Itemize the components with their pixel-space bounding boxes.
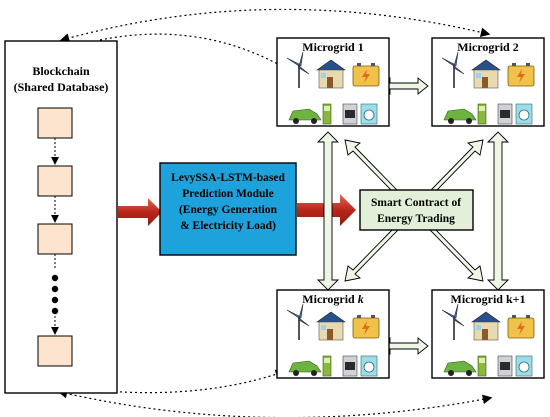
blockchain-panel: Blockchain (Shared Database)	[4, 40, 118, 394]
arrow-mg1-mg2	[379, 77, 429, 95]
prediction-line-4: & Electricity Load)	[180, 220, 276, 232]
electric-car-icon	[288, 360, 322, 376]
block-3	[37, 223, 73, 255]
dotted-link-blockchain-microgridk	[94, 369, 286, 394]
electric-car-icon	[288, 108, 322, 124]
battery-icon	[507, 315, 535, 339]
microgrid-panel-4: Microgrid k+1	[431, 289, 545, 379]
wind-turbine-icon	[441, 303, 465, 340]
charger-icon	[322, 103, 332, 125]
appliance-icon	[342, 103, 358, 125]
appliance-icon	[342, 355, 358, 377]
dotted-link-blockchain-microgrid1	[99, 33, 288, 70]
dotted-link-blockchain-microgridk1	[57, 388, 493, 417]
wind-turbine-icon	[286, 51, 310, 88]
dotted-link-blockchain-microgrid2	[59, 8, 491, 43]
arrow-blockchain-to-prediction	[118, 198, 162, 226]
contract-line-1: Smart Contract of	[371, 197, 461, 209]
house-solar-icon	[316, 59, 346, 89]
prediction-line-3: (Energy Generation	[179, 204, 278, 216]
wind-turbine-icon	[441, 51, 465, 88]
prediction-module: LevySSA-LSTM-based Prediction Module (En…	[159, 162, 297, 256]
washing-machine-icon	[515, 355, 533, 377]
washing-machine-icon	[360, 103, 378, 125]
dotted-connections	[57, 8, 493, 417]
prediction-line-1: LevySSA-LSTM-based	[171, 172, 285, 184]
smart-contract: Smart Contract of Energy Trading	[359, 189, 474, 231]
contract-line-2: Energy Trading	[377, 213, 455, 225]
block-1	[37, 107, 73, 139]
battery-icon	[352, 315, 380, 339]
microgrids: Microgrid 1 Microgrid 2 Microgrid k Microgr…	[276, 37, 545, 379]
house-solar-icon	[471, 59, 501, 89]
microgrid-panel-3: Microgrid k	[276, 289, 390, 379]
blockchain-title: Blockchain	[32, 64, 90, 78]
microgrid-title: Microgrid k+1	[451, 292, 526, 306]
blockchain-subtitle: (Shared Database)	[14, 80, 109, 94]
appliance-icon	[497, 355, 513, 377]
charger-icon	[477, 355, 487, 377]
electric-car-icon	[443, 360, 477, 376]
arrow-mg1-mgk	[316, 131, 340, 291]
charger-icon	[322, 355, 332, 377]
prediction-line-2: Prediction Module	[182, 188, 273, 200]
battery-icon	[352, 63, 380, 87]
electric-car-icon	[443, 108, 477, 124]
block-2	[37, 165, 73, 197]
battery-icon	[507, 63, 535, 87]
wind-turbine-icon	[286, 303, 310, 340]
house-solar-icon	[471, 311, 501, 341]
microgrid-panel-2: Microgrid 2	[431, 37, 545, 127]
arrow-mg2-mgk1	[486, 131, 510, 291]
microgrid-panel-1: Microgrid 1	[276, 37, 390, 127]
charger-icon	[477, 103, 487, 125]
block-n	[37, 335, 73, 367]
washing-machine-icon	[515, 103, 533, 125]
appliance-icon	[497, 103, 513, 125]
microgrid-title: Microgrid k	[302, 292, 363, 306]
arrow-mgk-mgk1	[379, 337, 429, 355]
ellipsis-dots	[51, 274, 59, 315]
microgrid-title: Microgrid 2	[457, 40, 518, 54]
house-solar-icon	[316, 311, 346, 341]
washing-machine-icon	[360, 355, 378, 377]
microgrid-title: Microgrid 1	[302, 40, 363, 54]
